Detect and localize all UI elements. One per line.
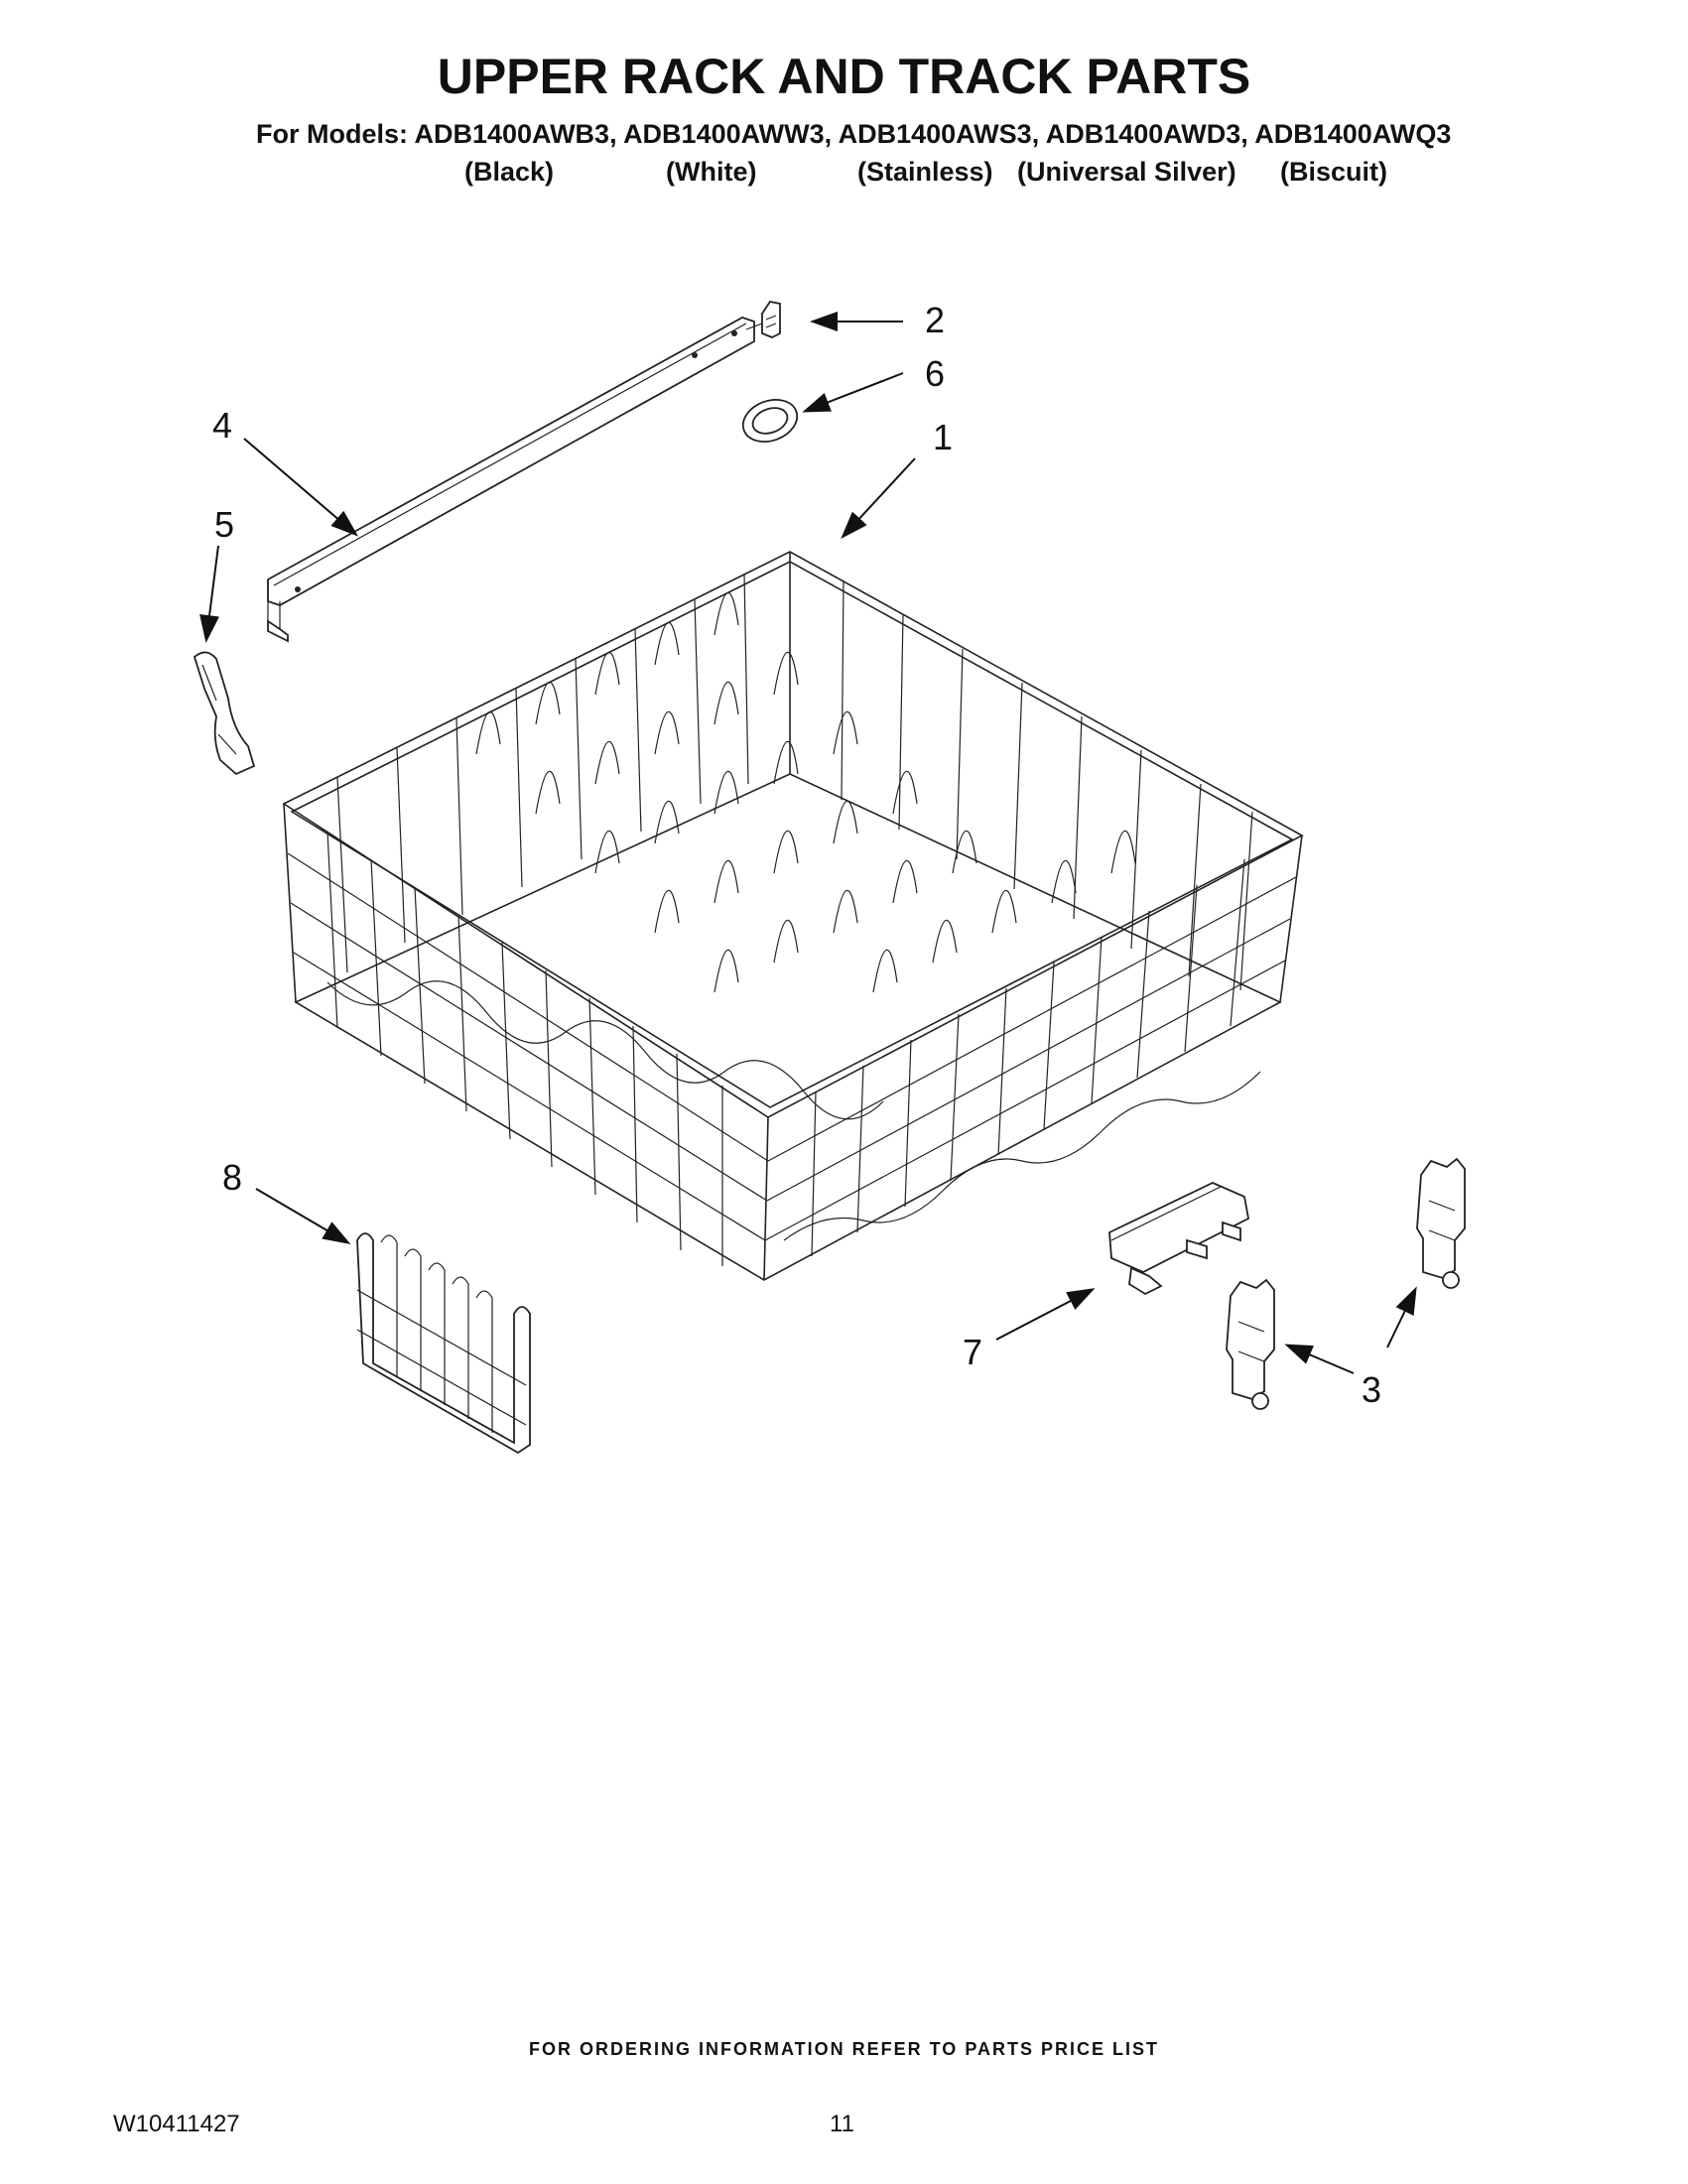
color-label-white: (White) — [666, 157, 757, 187]
callout-3: 3 — [1362, 1369, 1382, 1410]
callout-2: 2 — [925, 300, 946, 340]
ordering-note: FOR ORDERING INFORMATION REFER TO PARTS … — [528, 2039, 1159, 2059]
rail-part — [267, 317, 755, 643]
callout-1: 1 — [933, 417, 954, 457]
clip-part — [745, 300, 781, 338]
color-label-universal-silver: (Universal Silver) — [1017, 157, 1236, 187]
models-line: For Models: ADB1400AWB3, ADB1400AWW3, AD… — [256, 119, 1452, 149]
document-number: W10411427 — [113, 2111, 240, 2137]
leader-lines — [199, 312, 1417, 1374]
callout-7: 7 — [963, 1332, 983, 1372]
color-label-black: (Black) — [464, 157, 555, 187]
callout-4: 4 — [212, 405, 233, 446]
callout-8: 8 — [222, 1157, 243, 1198]
insert-part — [356, 1232, 531, 1455]
callout-6: 6 — [925, 353, 946, 394]
color-label-biscuit: (Biscuit) — [1280, 157, 1387, 187]
roller-part-upper — [1416, 1157, 1466, 1289]
color-label-stainless: (Stainless) — [857, 157, 993, 187]
page-number: 11 — [830, 2111, 854, 2137]
ring-part — [741, 399, 799, 443]
roller-part-lower — [1226, 1278, 1275, 1410]
page-title: UPPER RACK AND TRACK PARTS — [437, 49, 1251, 104]
callout-5: 5 — [214, 504, 235, 545]
stop-clip-part — [193, 651, 256, 776]
bracket-part — [1108, 1182, 1250, 1296]
dish-rack-part — [282, 551, 1304, 1281]
